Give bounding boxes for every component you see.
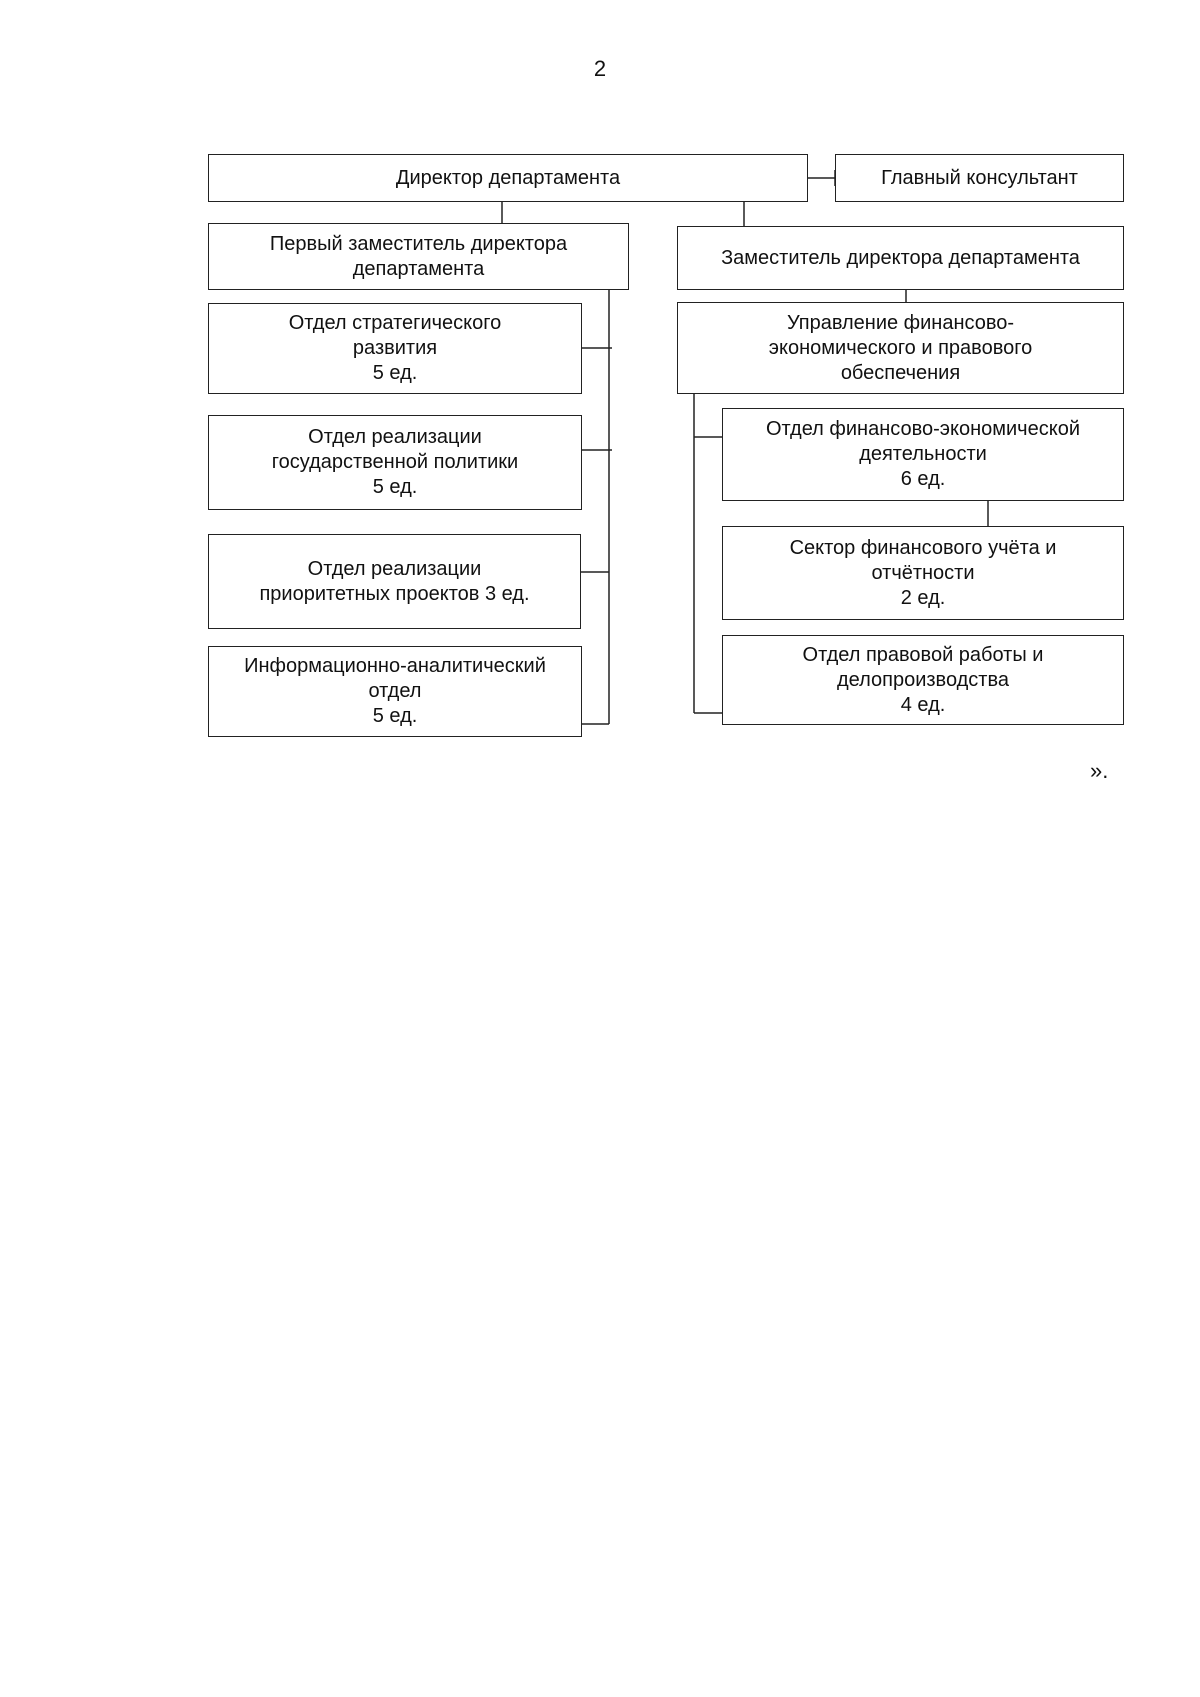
director-box: Директор департамента xyxy=(208,154,808,202)
left-unit-2-line-2: государственной политики xyxy=(271,451,519,473)
left-unit-2-line-3: 5 ед. xyxy=(372,476,418,498)
chief-consultant-label: Главный консультант xyxy=(881,166,1078,189)
directorate-line-2: экономического и правового xyxy=(768,336,1033,359)
left-unit-4-line-1: Информационно-аналитический xyxy=(244,655,546,677)
first-deputy-label-line-1: Первый заместитель директора xyxy=(269,232,568,255)
left-unit-4-line-3: 5 ед. xyxy=(372,705,418,727)
closing-quote-mark: ». xyxy=(1090,758,1109,783)
left-unit-1-line-3: 5 ед. xyxy=(372,362,418,384)
left-unit-2-line-1: Отдел реализации xyxy=(308,426,482,448)
deputy-box: Заместитель директора департамента xyxy=(677,226,1124,290)
deputy-label: Заместитель директора департамента xyxy=(721,246,1080,269)
chief-consultant-box: Главный консультант xyxy=(835,154,1124,202)
right-unit-1-line-1: Отдел финансово-экономической xyxy=(766,418,1080,440)
right-unit-3-line-2: делопроизводства xyxy=(836,668,1009,691)
right-unit-financial-accounting-sector: Сектор финансового учёта и отчётности 2 … xyxy=(722,526,1124,620)
right-unit-legal-records: Отдел правовой работы и делопроизводства… xyxy=(722,635,1124,725)
left-unit-strategic-development: Отдел стратегического развития 5 ед. xyxy=(208,303,582,394)
first-deputy-label-line-2: департамента xyxy=(352,257,485,280)
left-unit-priority-projects: Отдел реализации приоритетных проектов 3… xyxy=(208,534,581,629)
left-unit-1-line-1: Отдел стратегического xyxy=(288,312,502,334)
left-unit-1-line-2: развития xyxy=(352,337,438,359)
left-unit-3-line-2: приоритетных проектов 3 ед. xyxy=(259,582,530,605)
directorate-box: Управление финансово- экономического и п… xyxy=(677,302,1124,394)
left-unit-4-line-2: отдел xyxy=(368,680,422,702)
right-unit-1-line-3: 6 ед. xyxy=(900,468,946,490)
director-label: Директор департамента xyxy=(395,166,621,189)
right-unit-3-line-1: Отдел правовой работы и xyxy=(802,643,1044,666)
page-number: 2 xyxy=(593,56,607,81)
left-unit-information-analytics: Информационно-аналитический отдел 5 ед. xyxy=(208,646,582,737)
first-deputy-box: Первый заместитель директора департамент… xyxy=(208,223,629,290)
left-unit-state-policy: Отдел реализации государственной политик… xyxy=(208,415,582,510)
directorate-line-1: Управление финансово- xyxy=(786,311,1015,334)
directorate-line-3: обеспечения xyxy=(840,361,961,384)
right-unit-2-line-2: отчётности xyxy=(871,561,975,584)
right-unit-1-line-2: деятельности xyxy=(859,443,987,465)
right-unit-financial-economic: Отдел финансово-экономической деятельнос… xyxy=(722,408,1124,501)
right-unit-2-line-3: 2 ед. xyxy=(900,586,946,609)
right-unit-2-line-1: Сектор финансового учёта и xyxy=(789,536,1057,559)
right-unit-3-line-3: 4 ед. xyxy=(900,693,946,716)
left-unit-3-line-1: Отдел реализации xyxy=(307,557,482,580)
